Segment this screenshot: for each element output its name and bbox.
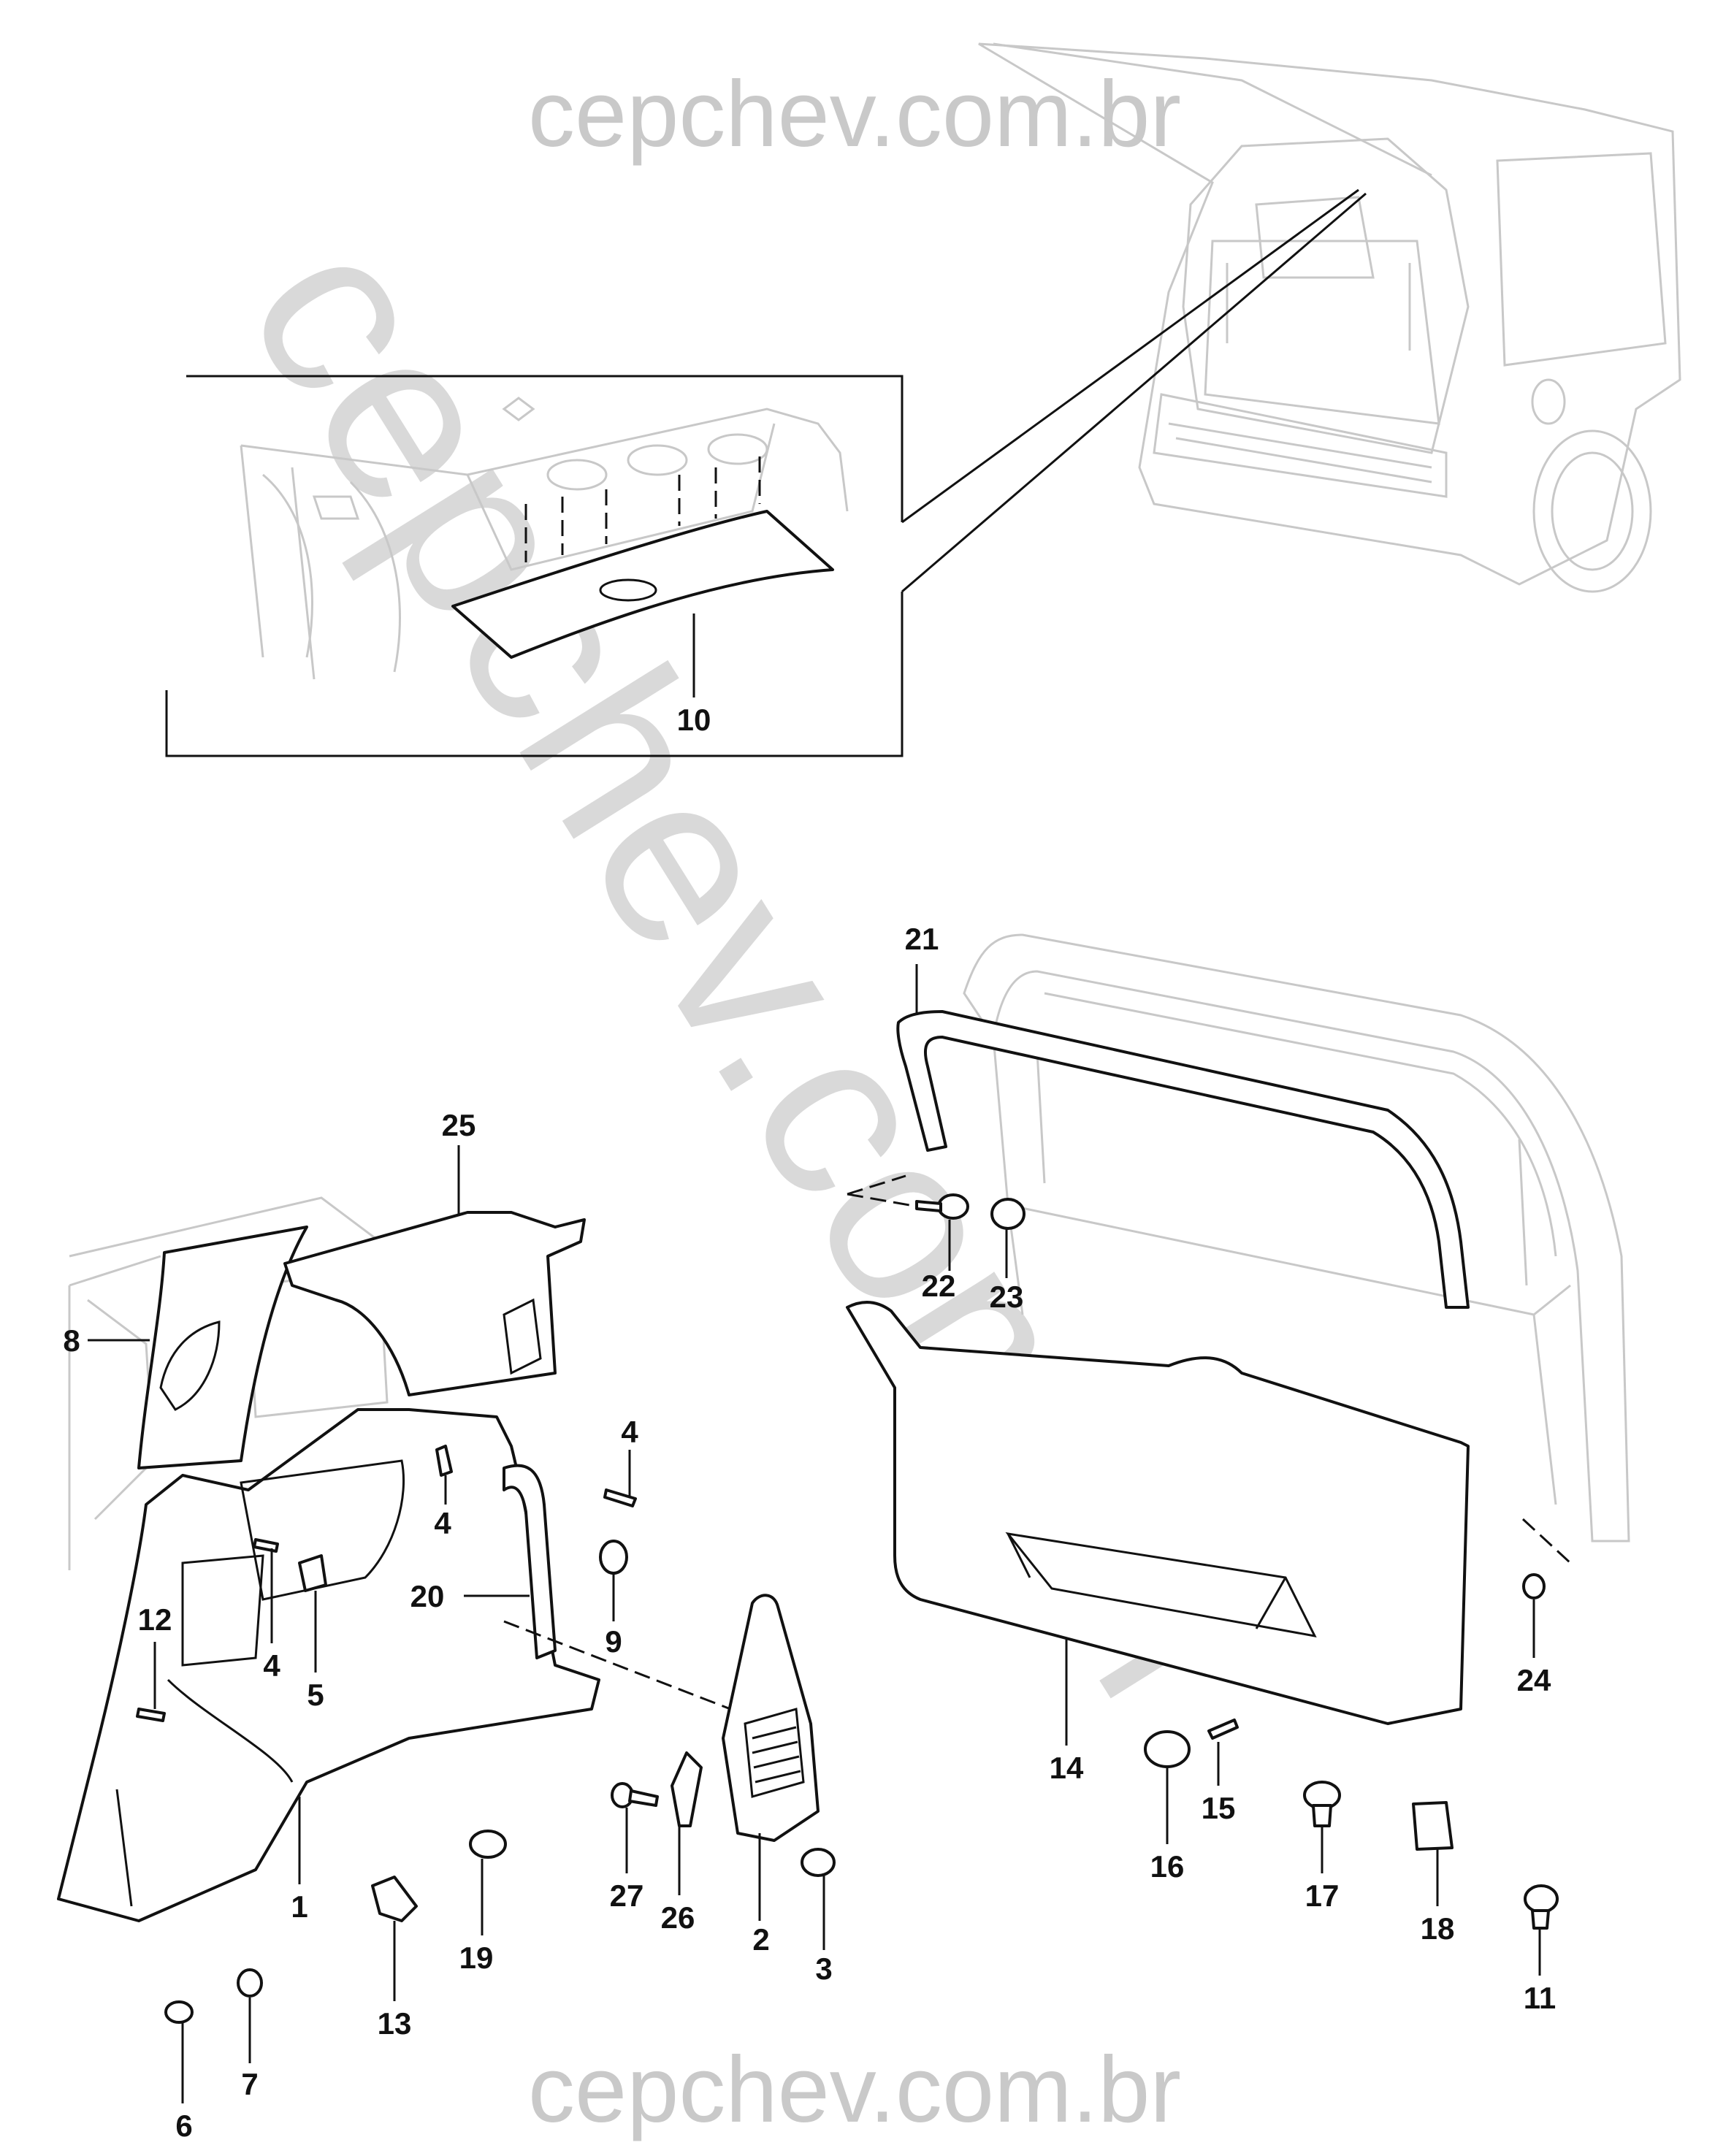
callout-1: 1 [291, 1889, 308, 1924]
part-14-tailgate-trim [846, 1301, 1470, 1746]
part-26-bracket [671, 1751, 703, 1895]
part-17-clip [1303, 1781, 1341, 1873]
part-8-pillar-trim [88, 1226, 308, 1469]
callout-10: 10 [677, 703, 711, 737]
part-27-screw [611, 1782, 659, 1873]
part-16-plug [1144, 1730, 1191, 1844]
callout-3: 3 [815, 1952, 832, 1986]
part-15-screw [1207, 1719, 1239, 1786]
part-5-plug [298, 1554, 327, 1673]
part-12-fastener [136, 1642, 166, 1722]
callout-12: 12 [138, 1602, 172, 1637]
part-25-upper-quarter-trim [283, 1145, 586, 1396]
callout-17: 17 [1305, 1878, 1340, 1913]
part-1-quarter-trim-panel [57, 1408, 600, 1922]
callout-2: 2 [752, 1922, 769, 1957]
part-7-washer [237, 1968, 263, 2063]
callout-20: 20 [410, 1579, 445, 1613]
part-13-clip [371, 1876, 418, 2001]
watermark-bottom: cepchev.com.br [528, 2038, 1181, 2142]
callout-9: 9 [605, 1624, 622, 1659]
callout-15: 15 [1202, 1791, 1236, 1825]
callout-5: 5 [307, 1678, 324, 1712]
callout-11: 11 [1524, 1981, 1556, 2015]
part-6-grommet [164, 2000, 194, 2103]
callout-18: 18 [1421, 1911, 1455, 1946]
part-21-tailgate-seal [896, 964, 1470, 1309]
part-3-clip [801, 1848, 836, 1950]
part-24-plug [1521, 1518, 1572, 1658]
part-2-vent-trim [503, 1594, 820, 1921]
callout-13: 13 [378, 2006, 412, 2041]
callout-21: 21 [905, 922, 939, 956]
callout-4-right: 4 [621, 1415, 638, 1449]
callout-23: 23 [990, 1280, 1024, 1314]
inset-interior-ghost [240, 397, 849, 680]
watermark-top: cepchev.com.br [528, 62, 1181, 167]
callout-7: 7 [241, 2067, 258, 2101]
callout-27: 27 [610, 1878, 644, 1913]
inset-frame-part-10 [165, 188, 1367, 757]
part-19-clip [469, 1830, 507, 1935]
callout-16: 16 [1150, 1849, 1185, 1884]
callout-22: 22 [922, 1269, 956, 1303]
callout-26: 26 [661, 1900, 695, 1935]
callout-8: 8 [63, 1323, 80, 1358]
callout-6: 6 [175, 2109, 192, 2143]
callout-25: 25 [442, 1108, 476, 1142]
callout-14: 14 [1050, 1751, 1084, 1785]
part-22-screw [847, 1174, 969, 1271]
vehicle-rear-view [978, 42, 1681, 593]
callout-4-middle: 4 [434, 1506, 451, 1540]
callout-4-left: 4 [263, 1648, 280, 1683]
part-18-clip [1412, 1801, 1454, 1906]
part-4-screws [253, 1445, 637, 1643]
callout-24: 24 [1517, 1663, 1551, 1697]
callout-19: 19 [459, 1941, 494, 1975]
tailgate-frame-ghost [963, 933, 1630, 1543]
callout-labels: 1 2 3 4 4 4 5 6 7 8 9 10 11 12 13 14 15 … [63, 703, 1556, 2143]
part-20-seal-strip [464, 1464, 557, 1659]
part-11-clip [1524, 1884, 1559, 1976]
part-23-cap [990, 1198, 1025, 1278]
part-10-upper-trim [451, 456, 834, 697]
part-9-washer [599, 1540, 628, 1621]
